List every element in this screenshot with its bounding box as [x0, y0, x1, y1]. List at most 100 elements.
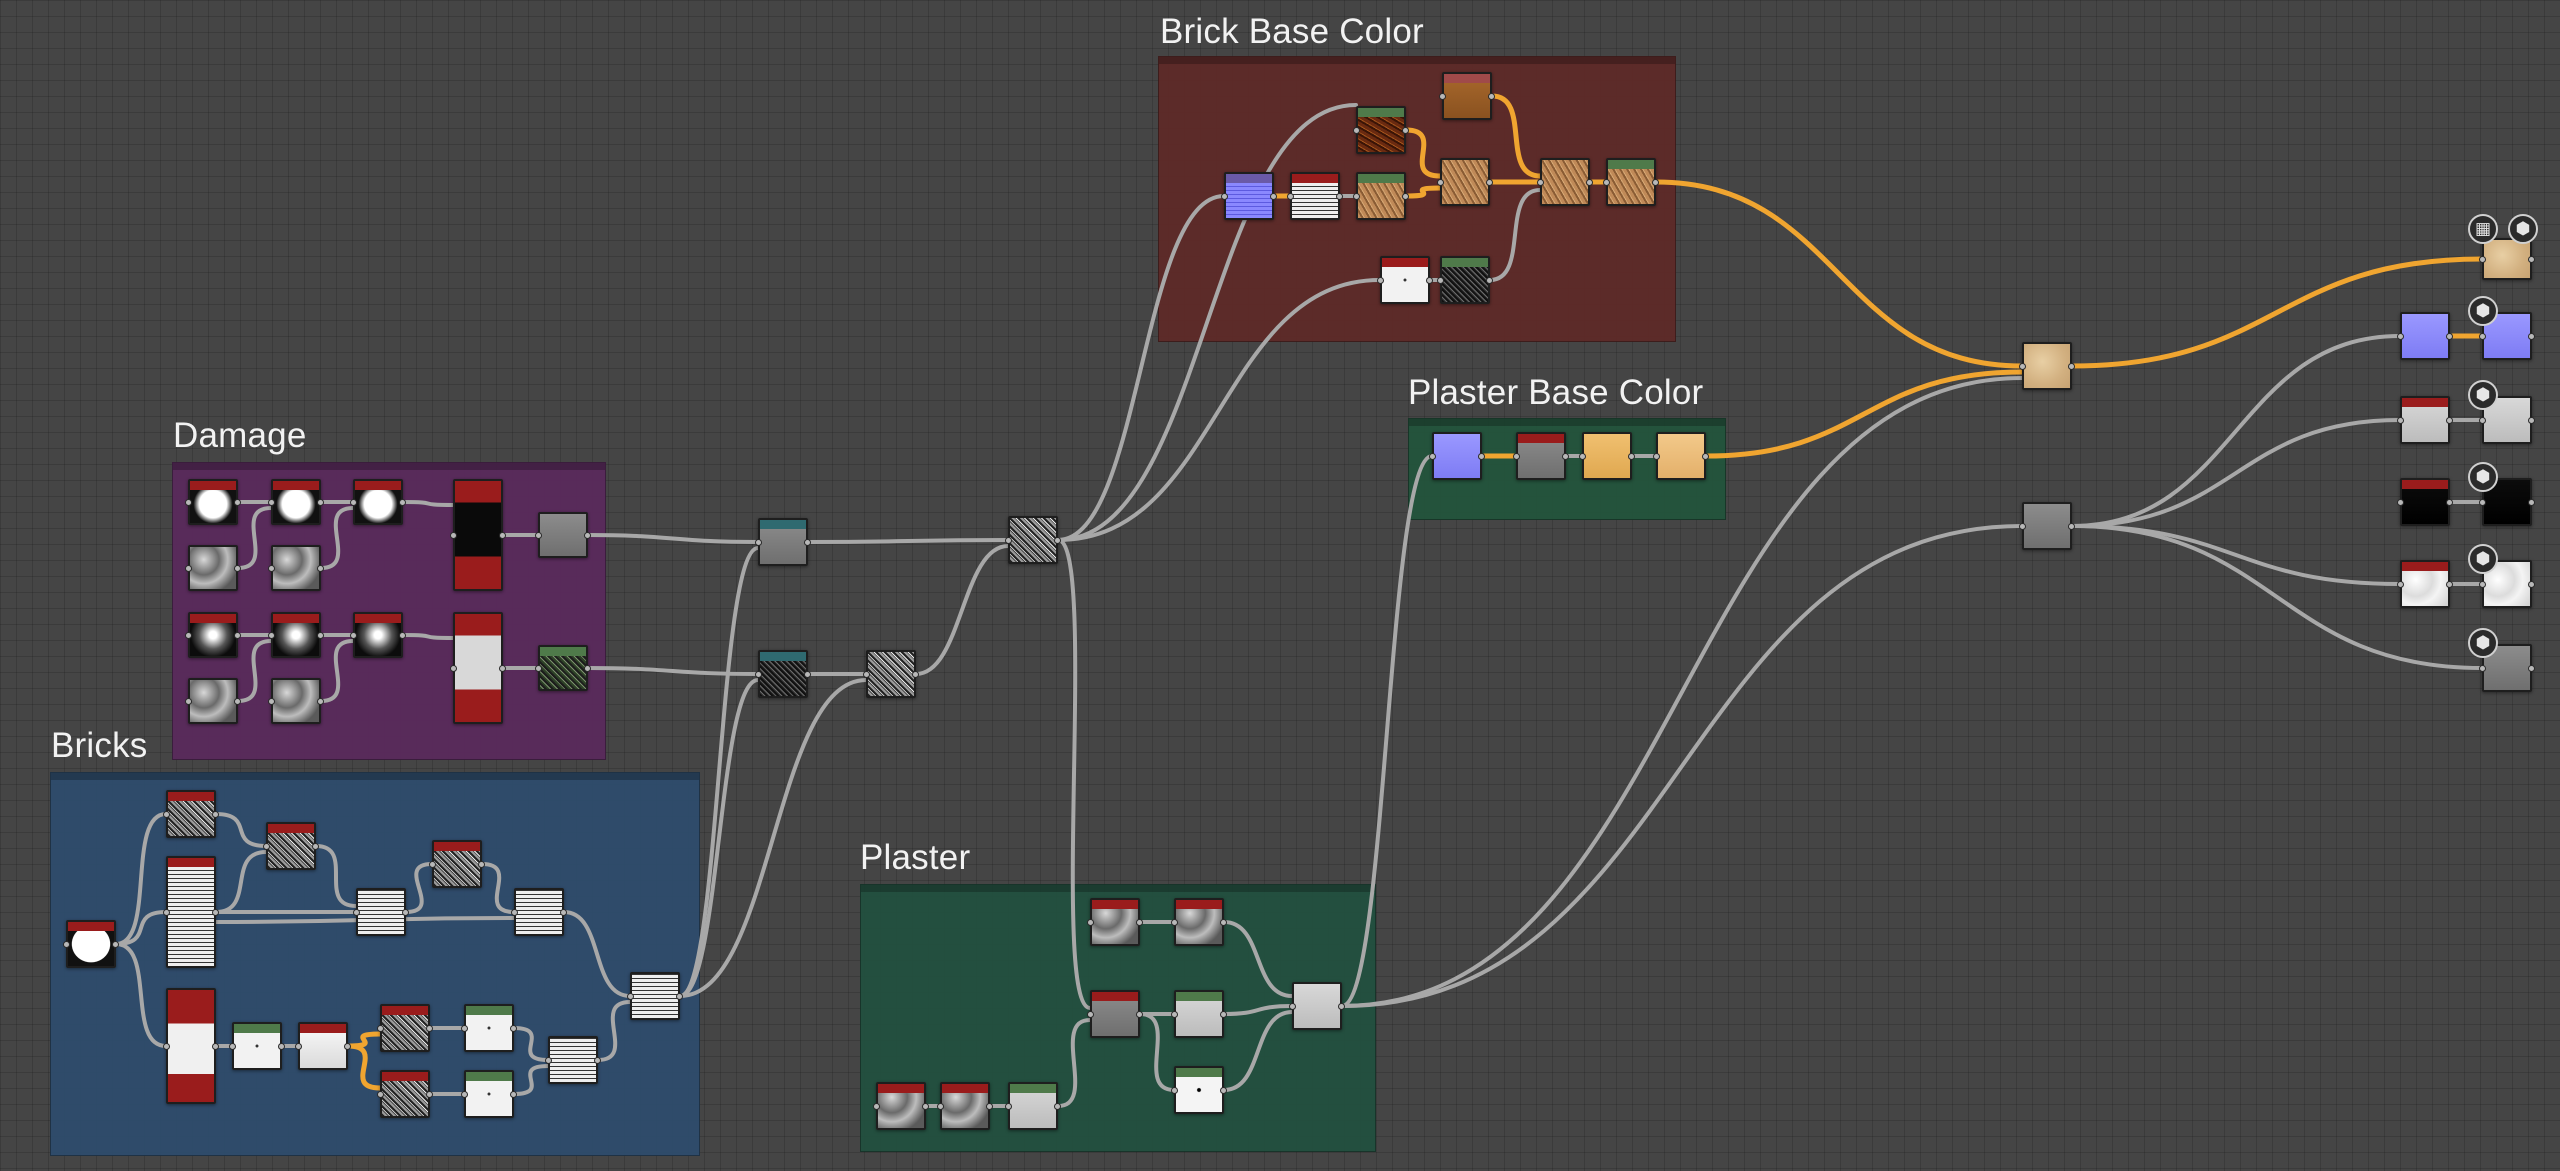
input-port[interactable]: [1171, 1011, 1178, 1018]
output-port[interactable]: [922, 1103, 929, 1110]
brick-color-node-3[interactable]: [1224, 172, 1274, 220]
brick-color-node-5[interactable]: [1356, 172, 1406, 220]
input-port[interactable]: [1579, 453, 1586, 460]
output-port[interactable]: [1402, 127, 1409, 134]
output-port[interactable]: [1136, 1011, 1143, 1018]
output-port[interactable]: [278, 1043, 285, 1050]
output-port[interactable]: [312, 843, 319, 850]
plaster-node-7[interactable]: [1174, 990, 1224, 1038]
bricks-node-8[interactable]: [380, 1004, 430, 1052]
input-port[interactable]: [1437, 179, 1444, 186]
input-port[interactable]: [185, 565, 192, 572]
input-port[interactable]: [1353, 127, 1360, 134]
input-port[interactable]: [185, 632, 192, 639]
input-port[interactable]: [2479, 333, 2486, 340]
output-basecolor-node[interactable]: [2482, 238, 2532, 280]
merge-node-3[interactable]: [866, 650, 916, 698]
cube-icon[interactable]: ⬢: [2508, 214, 2538, 244]
bricks-tall-node-1[interactable]: [166, 856, 216, 968]
input-port[interactable]: [2479, 581, 2486, 588]
output-port[interactable]: [804, 671, 811, 678]
frame-title-brick-base-color[interactable]: Brick Base Color: [1160, 12, 1424, 51]
input-port[interactable]: [263, 843, 270, 850]
input-port[interactable]: [377, 1091, 384, 1098]
output-roughness-source-node[interactable]: [2400, 396, 2450, 444]
output-port[interactable]: [2446, 417, 2453, 424]
output-port[interactable]: [402, 909, 409, 916]
bricks-node-5[interactable]: [514, 888, 564, 936]
output-port[interactable]: [584, 532, 591, 539]
frame-title-damage[interactable]: Damage: [173, 416, 307, 455]
output-port[interactable]: [2528, 665, 2535, 672]
input-port[interactable]: [450, 532, 457, 539]
cube-icon[interactable]: ⬢: [2468, 462, 2498, 492]
plaster-color-node-4[interactable]: [1656, 432, 1706, 480]
input-port[interactable]: [2479, 256, 2486, 263]
input-port[interactable]: [2479, 417, 2486, 424]
input-port[interactable]: [2479, 499, 2486, 506]
input-port[interactable]: [2397, 333, 2404, 340]
bricks-node-7[interactable]: [298, 1022, 348, 1070]
input-port[interactable]: [377, 1025, 384, 1032]
frame-title-bricks[interactable]: Bricks: [51, 726, 148, 765]
output-port[interactable]: [1486, 179, 1493, 186]
output-port[interactable]: [2528, 499, 2535, 506]
input-port[interactable]: [163, 909, 170, 916]
input-port[interactable]: [2019, 363, 2026, 370]
brick-color-node-2[interactable]: [1356, 106, 1406, 154]
input-port[interactable]: [1437, 277, 1444, 284]
output-port[interactable]: [1478, 453, 1485, 460]
output-port[interactable]: [1270, 193, 1277, 200]
output-port[interactable]: [1338, 1003, 1345, 1010]
output-port[interactable]: [594, 1057, 601, 1064]
output-port[interactable]: [212, 909, 219, 916]
output-port[interactable]: [317, 499, 324, 506]
output-port[interactable]: [478, 861, 485, 868]
bricks-node-9[interactable]: [380, 1070, 430, 1118]
roughness-merge-node[interactable]: [2022, 502, 2072, 550]
brick-color-node-4[interactable]: [1290, 172, 1340, 220]
input-port[interactable]: [429, 861, 436, 868]
bricks-node-10[interactable]: [464, 1004, 514, 1052]
output-port[interactable]: [2446, 333, 2453, 340]
output-port[interactable]: [112, 941, 119, 948]
input-port[interactable]: [353, 909, 360, 916]
merge-node-1[interactable]: [758, 518, 808, 566]
checker-icon[interactable]: ▦: [2468, 214, 2498, 244]
output-height-source-node[interactable]: [2400, 560, 2450, 608]
cube-icon[interactable]: ⬢: [2468, 544, 2498, 574]
bricks-node-4[interactable]: [432, 840, 482, 888]
plaster-color-node-3[interactable]: [1582, 432, 1632, 480]
input-port[interactable]: [1287, 193, 1294, 200]
input-port[interactable]: [863, 671, 870, 678]
plaster-color-node-2[interactable]: [1516, 432, 1566, 480]
output-port[interactable]: [1426, 277, 1433, 284]
output-port[interactable]: [234, 698, 241, 705]
input-port[interactable]: [295, 1043, 302, 1050]
output-port[interactable]: [584, 665, 591, 672]
input-port[interactable]: [1005, 537, 1012, 544]
input-port[interactable]: [350, 632, 357, 639]
input-port[interactable]: [63, 941, 70, 948]
output-port[interactable]: [2528, 581, 2535, 588]
plaster-node-6[interactable]: [1090, 990, 1140, 1038]
frame-title-plaster[interactable]: Plaster: [860, 838, 971, 877]
bricks-node-3[interactable]: [356, 888, 406, 936]
input-port[interactable]: [268, 565, 275, 572]
cube-icon[interactable]: ⬢: [2468, 628, 2498, 658]
damage-blend-node-1[interactable]: [453, 479, 503, 591]
input-port[interactable]: [229, 1043, 236, 1050]
output-port[interactable]: [426, 1091, 433, 1098]
input-port[interactable]: [1289, 1003, 1296, 1010]
input-port[interactable]: [1087, 1011, 1094, 1018]
input-port[interactable]: [1429, 453, 1436, 460]
output-port[interactable]: [234, 499, 241, 506]
input-port[interactable]: [461, 1025, 468, 1032]
input-port[interactable]: [1653, 453, 1660, 460]
input-port[interactable]: [873, 1103, 880, 1110]
input-port[interactable]: [545, 1057, 552, 1064]
input-port[interactable]: [1377, 277, 1384, 284]
input-port[interactable]: [535, 665, 542, 672]
input-port[interactable]: [535, 532, 542, 539]
input-port[interactable]: [163, 1043, 170, 1050]
